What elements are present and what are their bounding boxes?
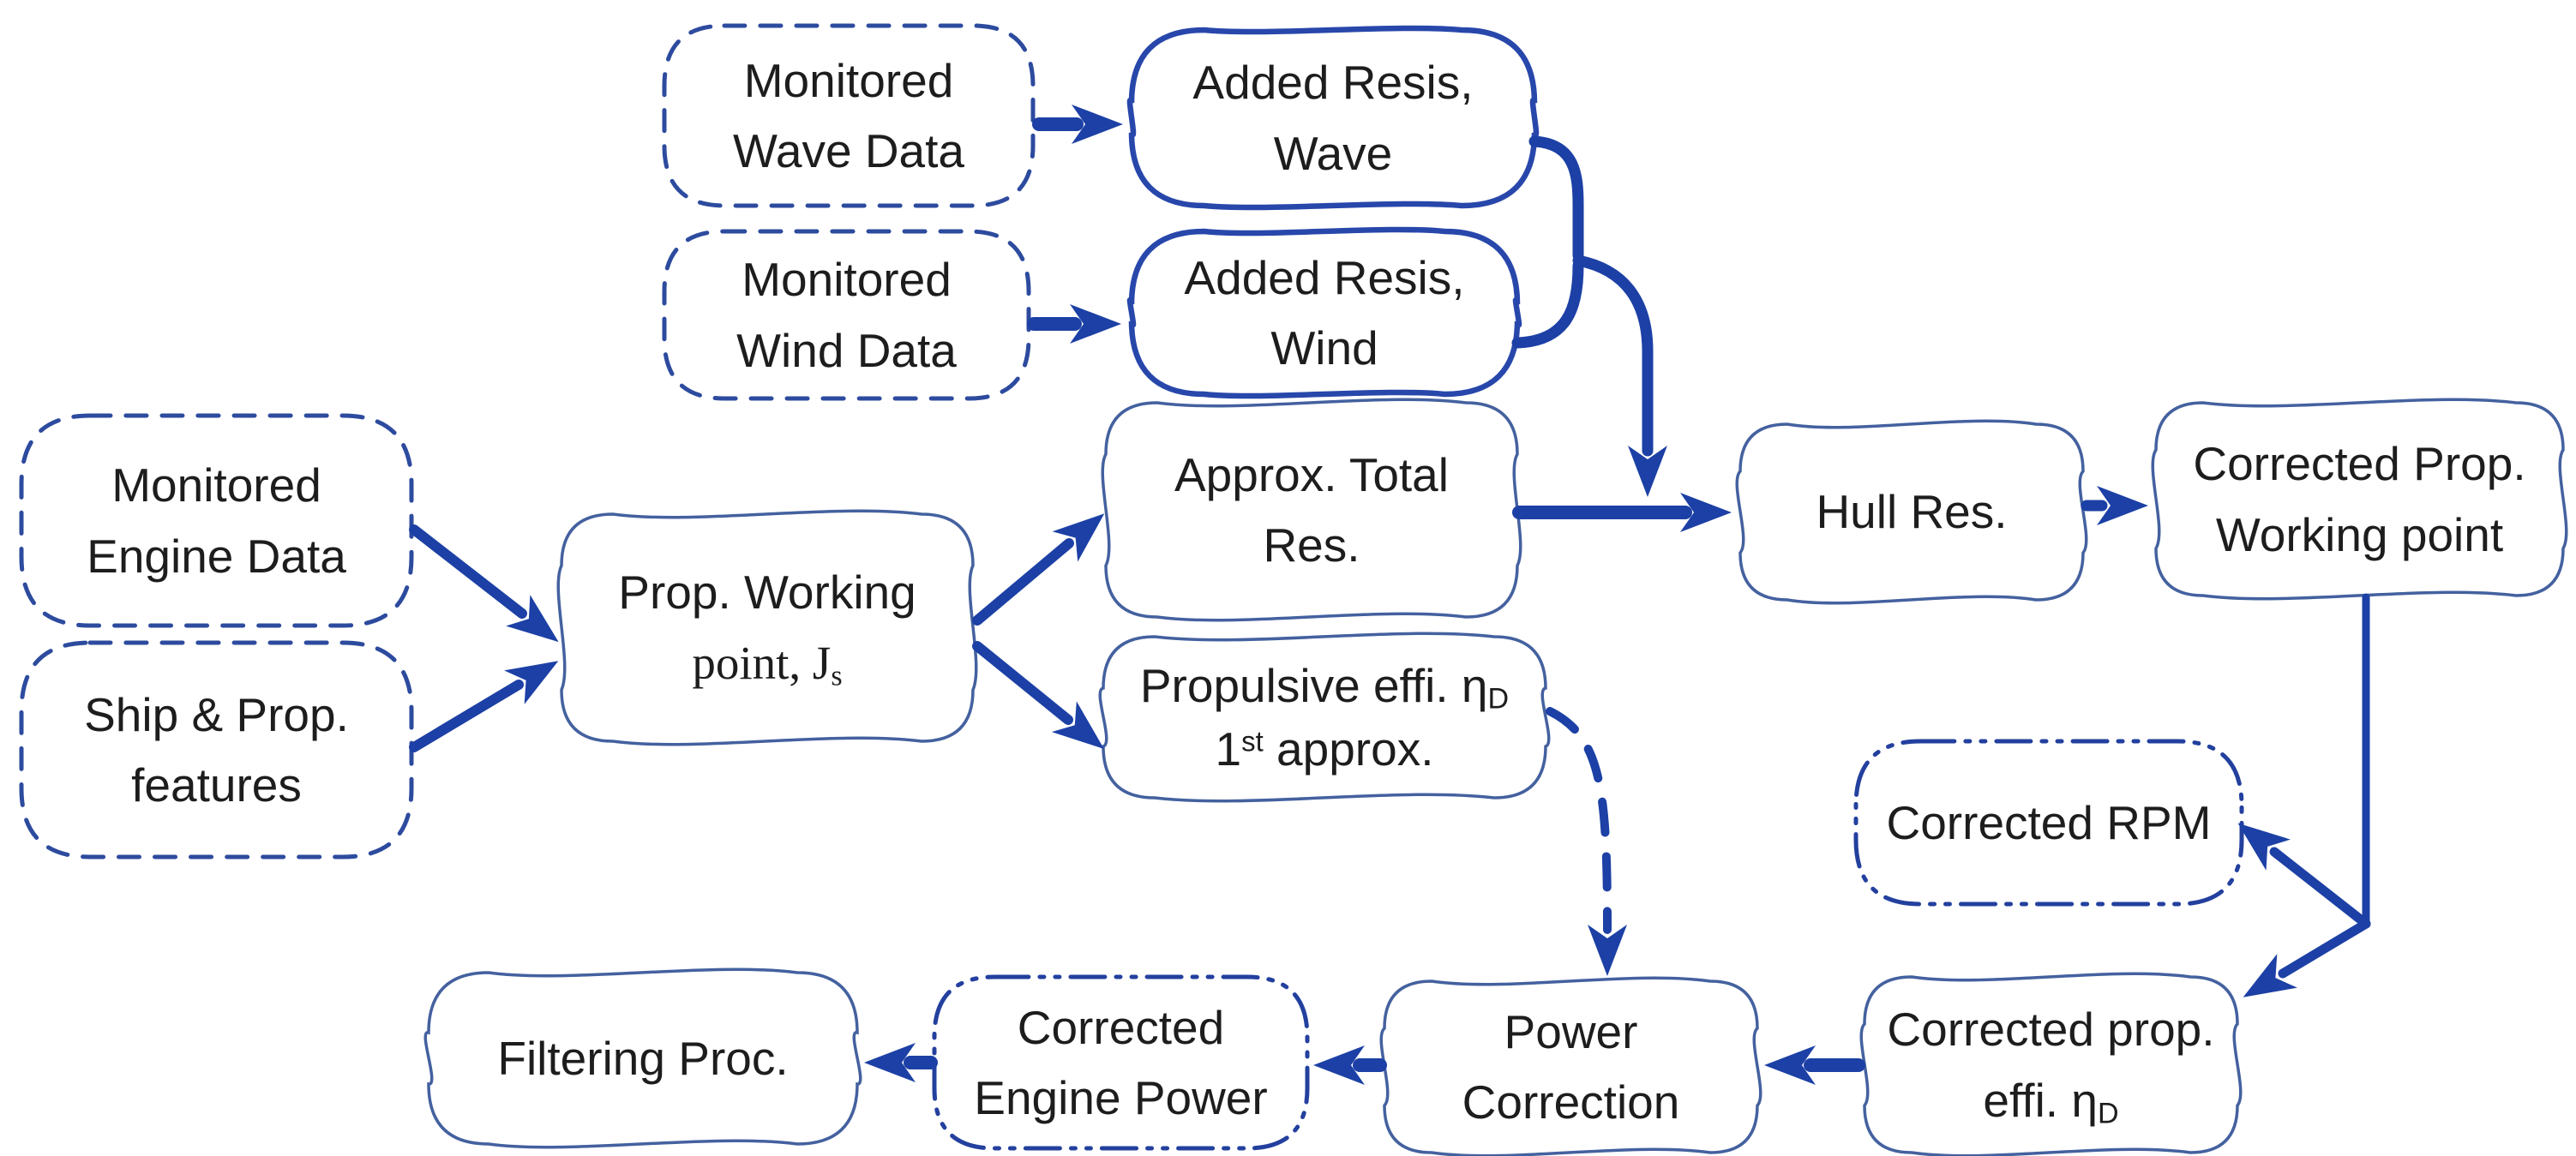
edge-layer (409, 105, 2371, 1085)
corrected-engine-power-border (932, 974, 1310, 1151)
monitored-wave-data-border (662, 23, 1036, 208)
power-correction-border (1379, 976, 1762, 1156)
edge-added-wave-bracket (1528, 135, 1584, 261)
corrected-rpm-border (1853, 739, 2244, 907)
ship-prop-features-border (19, 640, 414, 860)
edge-added-wind-bracket (1511, 260, 1584, 349)
edge-branch-to-corrected-rpm (2237, 823, 2371, 929)
edge-bracket-to-hull-res (1572, 255, 1667, 497)
edge-branch-to-corrected-prop-effi (2243, 919, 2371, 997)
corrected-prop-effi-border (1859, 972, 2243, 1156)
edge-engine-data-to-prop-working (409, 524, 559, 643)
corrected-prop-working-point-border (2151, 398, 2568, 601)
approx-total-res-border (1101, 398, 1522, 622)
monitored-wind-data-border (662, 229, 1031, 401)
node-borders (19, 23, 2568, 1156)
prop-working-point-border (556, 509, 978, 746)
propulsive-effi-border (1098, 632, 1551, 803)
monitored-engine-data-border (19, 413, 414, 628)
edge-prop-working-to-propulsive-effi (972, 641, 1104, 750)
edge-prop-working-to-approx-total (972, 513, 1105, 626)
added-resis-wind-border (1126, 226, 1522, 399)
filtering-proc-border (423, 967, 862, 1149)
edge-propulsive-to-power-correction-dashed (1546, 707, 1627, 976)
added-resis-wave-border (1126, 25, 1540, 211)
hull-res-border (1735, 419, 2088, 605)
edge-ship-features-to-prop-working (409, 661, 559, 752)
